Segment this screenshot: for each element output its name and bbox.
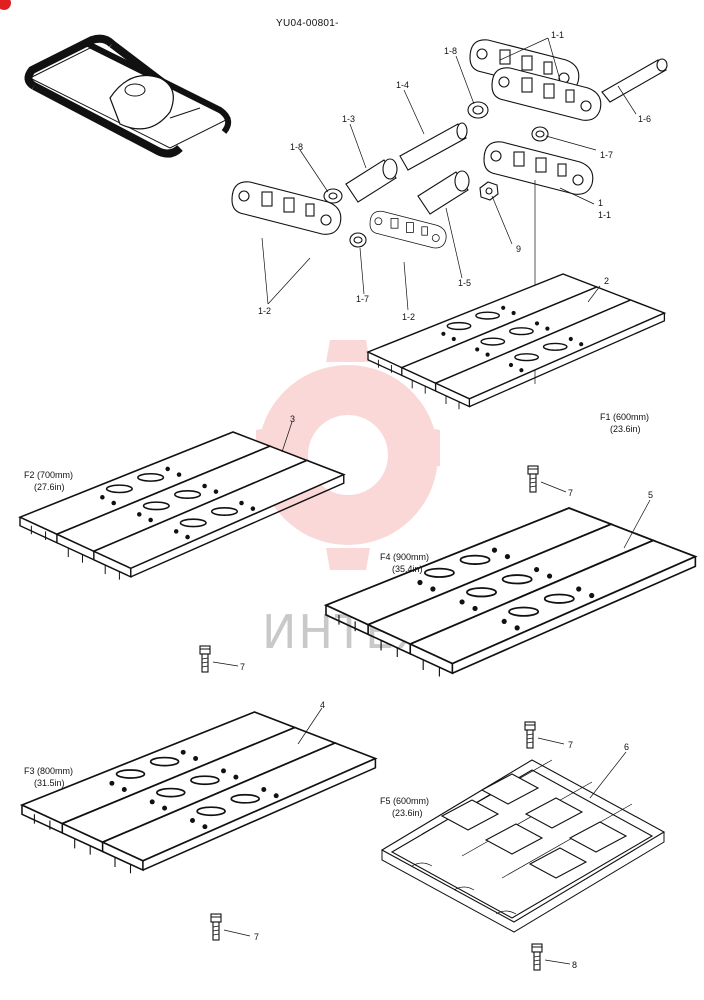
shoe-f3 <box>21 711 377 875</box>
bolt-f4 <box>524 721 536 749</box>
bushing-1-5 <box>417 170 470 215</box>
callout-bolt-f2: 7 <box>240 662 245 672</box>
bolt-f2 <box>199 645 211 673</box>
shoe-f2-inch: (27.6in) <box>34 482 65 492</box>
link-top-right <box>469 39 602 121</box>
callout-1-5: 1-5 <box>458 278 471 288</box>
bolt-f3 <box>210 913 222 941</box>
seal-ring-top <box>467 101 489 119</box>
bolt-f5 <box>531 943 543 971</box>
ring-1-7-right <box>531 126 549 142</box>
drawing-code: YU04-00801- <box>276 18 339 29</box>
shoe-f4-inch: (35.4in) <box>392 564 423 574</box>
leader-4 <box>297 707 323 745</box>
callout-6: 6 <box>624 742 629 752</box>
leader-bolt-f3 <box>223 929 251 937</box>
callout-1-4: 1-4 <box>396 80 409 90</box>
shoe-f5-inch: (23.6in) <box>392 808 423 818</box>
leader-bolt-f2 <box>212 661 239 667</box>
leader-bolt-f1 <box>540 481 567 493</box>
callout-2: 2 <box>604 276 609 286</box>
seal-ring-left <box>323 188 343 204</box>
callout-3: 3 <box>290 414 295 424</box>
watermark-gear-icon <box>256 340 440 570</box>
undercarriage-track-assembly-icon <box>24 34 232 158</box>
bushing-1-3 <box>345 158 398 203</box>
nut-9 <box>479 181 499 201</box>
shoe-f1 <box>367 273 666 410</box>
link-left <box>231 181 342 235</box>
callout-1-1: 1-1 <box>551 30 564 40</box>
callout-1-7-left: 1-7 <box>356 294 369 304</box>
callout-bolt-f1: 7 <box>568 488 573 498</box>
bushing-1-4 <box>399 122 468 171</box>
callout-bolt-f4: 7 <box>568 740 573 750</box>
callout-bolt-f5: 8 <box>572 960 577 970</box>
link-middle <box>369 210 447 249</box>
callout-1-6: 1-6 <box>638 114 651 124</box>
callout-9: 9 <box>516 244 521 254</box>
link-right <box>483 141 594 195</box>
shoe-f1-inch: (23.6in) <box>610 424 641 434</box>
leader-bolt-f5 <box>544 959 571 965</box>
leader-3 <box>281 421 293 453</box>
callout-bolt-f3: 7 <box>254 932 259 942</box>
leader-6 <box>589 751 627 799</box>
callout-1-8-top: 1-8 <box>444 46 457 56</box>
shoe-f3-size: F3 (800mm) <box>24 766 73 776</box>
shoe-f3-inch: (31.5in) <box>34 778 65 788</box>
bolt-f1 <box>527 465 539 493</box>
callout-1-8-left: 1-8 <box>290 142 303 152</box>
callout-1-7-right: 1-7 <box>600 150 613 160</box>
leader-bolt-f4 <box>537 737 565 745</box>
leader-5 <box>623 499 651 549</box>
shoe-f5-size: F5 (600mm) <box>380 796 429 806</box>
pin-1-6 <box>601 58 668 103</box>
shoe-f2-size: F2 (700mm) <box>24 470 73 480</box>
leader-lines <box>261 37 637 384</box>
callout-1: 1 <box>598 198 603 208</box>
callout-1-2-left: 1-2 <box>258 306 271 316</box>
ring-1-7-left <box>349 232 367 248</box>
shoe-f4-size: F4 (900mm) <box>380 552 429 562</box>
callout-4: 4 <box>320 700 325 710</box>
shoe-f5 <box>380 759 666 933</box>
callout-1-2-mid: 1-2 <box>402 312 415 322</box>
callout-1-1-lower: 1-1 <box>598 210 611 220</box>
callout-1-3: 1-3 <box>342 114 355 124</box>
leader-2 <box>587 285 601 303</box>
shoe-f1-size: F1 (600mm) <box>600 412 649 422</box>
corner-marker-icon <box>0 0 11 10</box>
callout-5: 5 <box>648 490 653 500</box>
